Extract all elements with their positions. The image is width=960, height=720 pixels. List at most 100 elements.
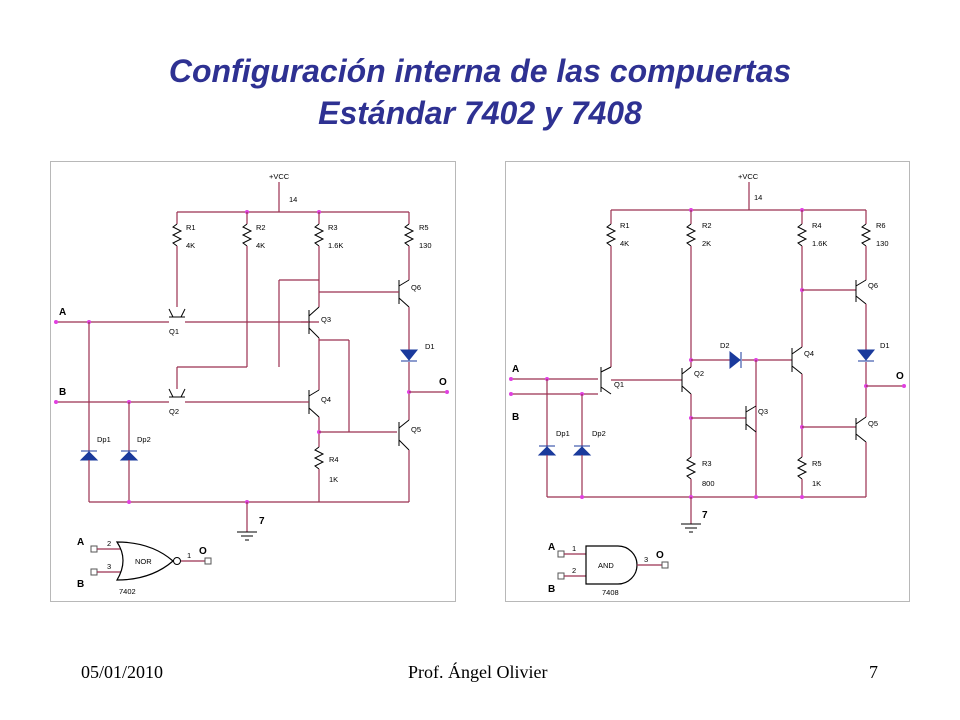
resistor-r1: R1 4K — [171, 212, 196, 307]
gnd-pin-label: 7 — [259, 516, 265, 527]
transistor-q4: Q4 — [301, 389, 331, 418]
svg-text:Q4: Q4 — [321, 395, 331, 404]
svg-text:R2: R2 — [256, 223, 266, 232]
svg-text:B: B — [548, 584, 555, 595]
resistor-r5: R5 1K — [796, 456, 822, 497]
svg-text:O: O — [656, 550, 664, 561]
vcc-pin-label: 14 — [289, 195, 297, 204]
diode-dp1: Dp1 — [537, 429, 570, 456]
svg-text:2: 2 — [572, 566, 576, 575]
output-o-label: O — [896, 371, 904, 382]
svg-text:Q2: Q2 — [169, 407, 179, 416]
resistor-r1: R1 4K — [605, 210, 630, 367]
svg-text:Q3: Q3 — [758, 407, 768, 416]
svg-text:R1: R1 — [186, 223, 196, 232]
resistor-r5: R5 130 — [403, 212, 432, 280]
vcc-pin-label: 14 — [754, 193, 762, 202]
resistor-r4: R4 1K — [313, 417, 339, 502]
nor-gate-symbol: A B 2 3 NOR 1 O 7402 — [77, 537, 212, 596]
svg-text:3: 3 — [644, 555, 648, 564]
svg-text:Q6: Q6 — [411, 283, 421, 292]
schematic-7402-panel: +VCC 14 R1 4K R2 4K R3 1.6K R5 130 R4 1K — [50, 161, 456, 602]
svg-text:Dp1: Dp1 — [97, 435, 111, 444]
svg-text:4K: 4K — [186, 241, 195, 250]
diode-d1: D1 — [856, 341, 890, 362]
svg-text:R3: R3 — [702, 459, 712, 468]
resistor-r3: R3 1.6K — [313, 212, 343, 307]
schematic-7408-panel: +VCC 14 R1 4K R2 2K R4 1.6K R6 130 A B — [505, 161, 910, 602]
transistor-q5: Q5 — [398, 419, 421, 451]
svg-text:2: 2 — [107, 539, 111, 548]
gnd-pin-label: 7 — [702, 510, 708, 521]
diode-dp1: Dp1 — [79, 435, 111, 461]
schematic-7402: +VCC 14 R1 4K R2 4K R3 1.6K R5 130 R4 1K — [54, 172, 449, 596]
footer-author: Prof. Ángel Olivier — [408, 662, 548, 682]
svg-text:7402: 7402 — [119, 587, 136, 596]
input-a-label: A — [512, 364, 519, 375]
svg-text:R6: R6 — [876, 221, 886, 230]
svg-text:Q6: Q6 — [868, 281, 878, 290]
transistor-q4: Q4 — [791, 346, 814, 375]
svg-text:7408: 7408 — [602, 588, 619, 597]
slide-title-line-1: Configuración interna de las compuertas — [168, 53, 792, 89]
svg-text:130: 130 — [419, 241, 432, 250]
transistor-q6: Q6 — [855, 279, 878, 305]
and-gate-symbol: A B 1 2 AND 3 O 7408 — [548, 542, 669, 597]
svg-text:R5: R5 — [419, 223, 429, 232]
svg-text:D2: D2 — [720, 341, 730, 350]
diode-d2: D2 — [720, 341, 742, 370]
svg-text:Dp2: Dp2 — [137, 435, 151, 444]
transistor-q3: Q3 — [745, 405, 768, 433]
vcc-label: +VCC — [738, 172, 759, 181]
footer-page-number: 7 — [869, 662, 878, 682]
svg-text:130: 130 — [876, 239, 889, 248]
svg-text:R2: R2 — [702, 221, 712, 230]
input-b-label: B — [59, 387, 66, 398]
svg-text:3: 3 — [107, 562, 111, 571]
svg-text:Dp1: Dp1 — [556, 429, 570, 438]
transistor-q2: Q2 — [681, 366, 704, 395]
svg-text:800: 800 — [702, 479, 715, 488]
footer-date: 05/01/2010 — [81, 662, 164, 682]
diode-d1: D1 — [399, 342, 435, 362]
transistor-q3: Q3 — [301, 306, 331, 339]
svg-text:R4: R4 — [812, 221, 822, 230]
svg-text:R4: R4 — [329, 455, 339, 464]
resistor-r4: R4 1.6K — [796, 210, 827, 347]
svg-text:R3: R3 — [328, 223, 338, 232]
transistor-q1: Q1 — [168, 308, 319, 336]
svg-text:R1: R1 — [620, 221, 630, 230]
output-o-label: O — [439, 377, 447, 388]
svg-text:Dp2: Dp2 — [592, 429, 606, 438]
svg-text:Q3: Q3 — [321, 315, 331, 324]
transistor-q2: Q2 — [168, 366, 301, 416]
svg-text:1.6K: 1.6K — [328, 241, 343, 250]
diode-dp2: Dp2 — [119, 435, 151, 461]
transistor-q1: Q1 — [600, 366, 624, 395]
svg-text:NOR: NOR — [135, 557, 152, 566]
svg-text:1K: 1K — [812, 479, 821, 488]
transistor-q6: Q6 — [319, 279, 421, 308]
svg-text:Q5: Q5 — [868, 419, 878, 428]
resistor-r2: R2 2K — [685, 210, 712, 367]
resistor-r3: R3 800 — [685, 456, 715, 497]
svg-text:1.6K: 1.6K — [812, 239, 827, 248]
input-b-label: B — [512, 412, 519, 423]
svg-text:2K: 2K — [702, 239, 711, 248]
svg-text:Q5: Q5 — [411, 425, 421, 434]
svg-text:AND: AND — [598, 561, 614, 570]
svg-text:O: O — [199, 546, 207, 557]
svg-text:D1: D1 — [425, 342, 435, 351]
diode-dp2: Dp2 — [572, 429, 606, 456]
resistor-r6: R6 130 — [860, 210, 889, 280]
vcc-label: +VCC — [269, 172, 290, 181]
svg-text:D1: D1 — [880, 341, 890, 350]
svg-text:1K: 1K — [329, 475, 338, 484]
transistor-q5: Q5 — [855, 416, 878, 443]
svg-text:Q1: Q1 — [169, 327, 179, 336]
svg-text:4K: 4K — [256, 241, 265, 250]
svg-text:Q1: Q1 — [614, 380, 624, 389]
svg-text:A: A — [77, 537, 84, 548]
svg-text:1: 1 — [187, 551, 191, 560]
svg-text:A: A — [548, 542, 555, 553]
